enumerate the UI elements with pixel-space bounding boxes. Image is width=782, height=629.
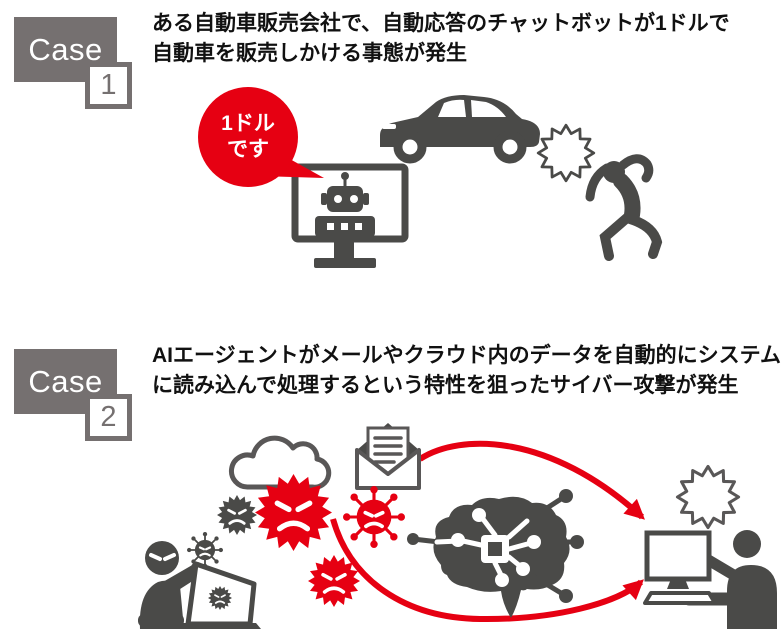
hacker-laptop-icon xyxy=(138,541,261,629)
case2-number-box: 2 xyxy=(85,394,132,441)
case1-badge: Case xyxy=(14,17,117,82)
case1-badge-label: Case xyxy=(28,31,103,67)
malware-virus-icon xyxy=(217,495,257,535)
case1-heading: ある自動車販売会社で、自動応答のチャットボットが1ドルで 自動車を販売しかける事… xyxy=(152,9,730,69)
case1-number-box: 1 xyxy=(85,62,132,109)
malware-virus-icon xyxy=(308,555,360,607)
impact-burst-icon xyxy=(674,464,742,530)
car-icon xyxy=(380,95,540,164)
case2-heading: AIエージェントがメールやクラウド内のデータを自動的にシステム内 に読み込んで処… xyxy=(152,341,782,401)
cloud-icon xyxy=(228,435,332,490)
case1-heading-line1: ある自動車販売会社で、自動応答のチャットボットが1ドルで xyxy=(152,12,730,35)
bubble-line2: です xyxy=(227,138,269,161)
malware-virus-icon xyxy=(255,474,332,551)
case2-badge-label: Case xyxy=(28,363,103,399)
shocked-person-icon xyxy=(585,154,663,261)
case2-heading-line2: に読み込んで処理するという特性を狙ったサイバー攻撃が発生 xyxy=(152,374,739,397)
case2-number: 2 xyxy=(100,401,117,433)
case2-heading-line1: AIエージェントがメールやクラウド内のデータを自動的にシステム内 xyxy=(152,344,782,367)
case1-number: 1 xyxy=(100,69,117,101)
attack-arrow-icon xyxy=(330,440,645,623)
victim-computer-icon xyxy=(643,530,777,629)
malware-virus-icon xyxy=(343,486,405,548)
case1-heading-line2: 自動車を販売しかける事態が発生 xyxy=(152,42,467,65)
chatbot-monitor-icon xyxy=(291,163,409,268)
ai-brain-circuit-icon xyxy=(407,489,584,618)
speech-bubble-icon: 1ドル です xyxy=(198,87,298,187)
email-letter-icon xyxy=(355,423,421,490)
bubble-line1: 1ドル xyxy=(221,112,275,135)
